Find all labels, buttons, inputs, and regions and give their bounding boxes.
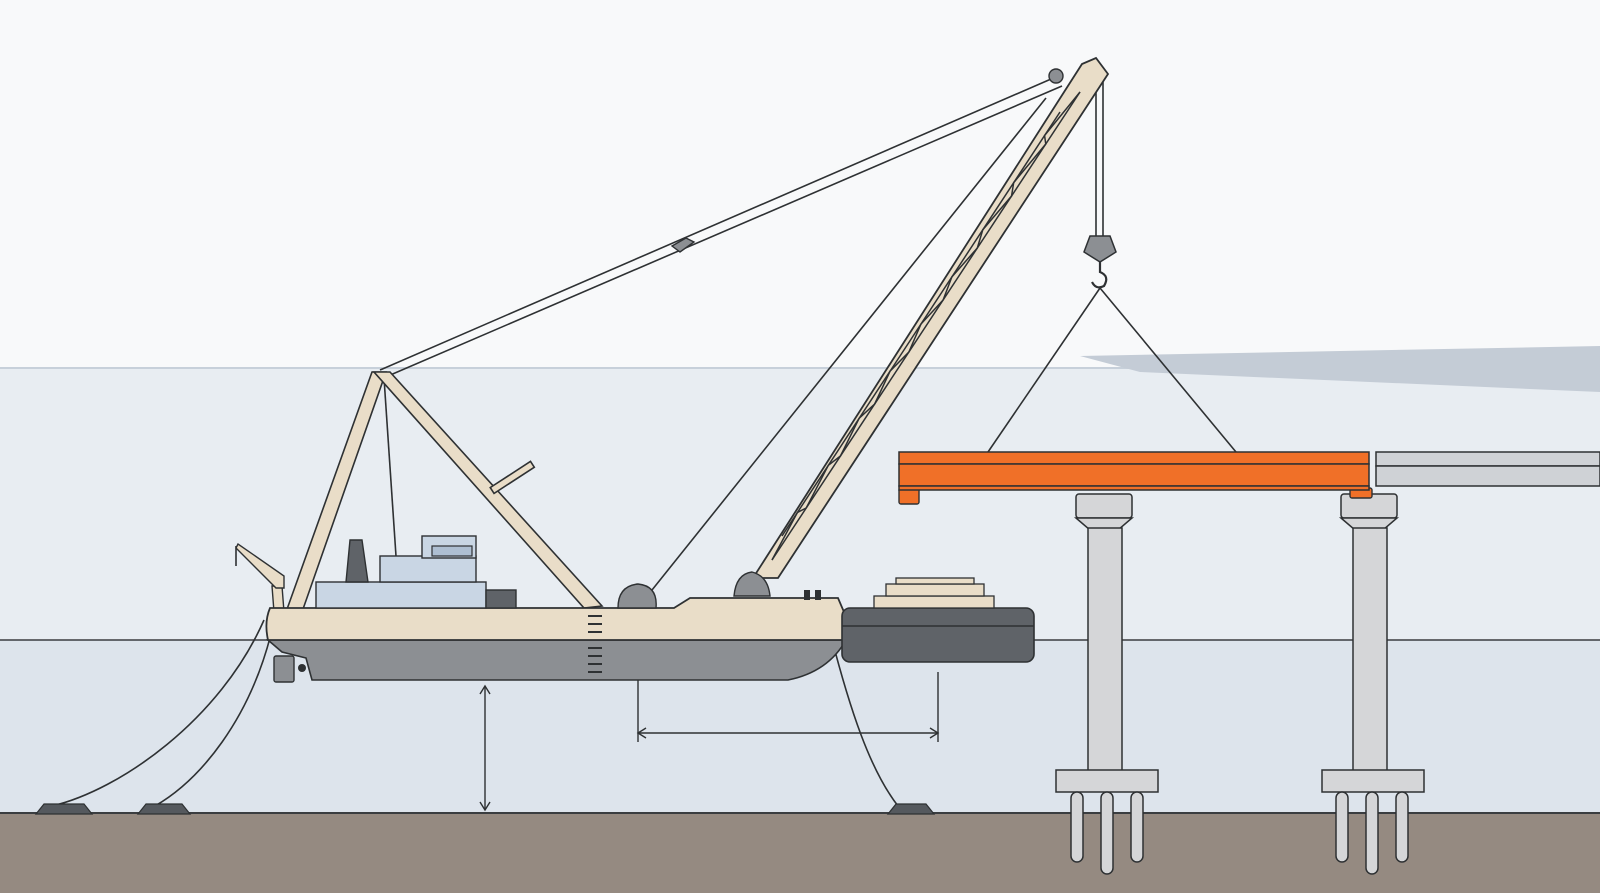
girder-bottom-flange <box>898 485 1370 491</box>
pile-cap <box>1055 769 1159 793</box>
gantry-brace <box>489 460 536 495</box>
pile <box>1335 791 1349 863</box>
pile <box>1395 791 1409 863</box>
bridge-pier-right <box>1321 493 1425 875</box>
gantry-tie-line <box>383 377 397 557</box>
boom-chord <box>781 111 1061 537</box>
sling-right <box>1099 287 1237 453</box>
bollard <box>815 590 821 600</box>
sky <box>0 0 1600 368</box>
anchor-blocks <box>34 803 936 815</box>
new-girder-being-lifted <box>898 451 1370 491</box>
boom-tip-sheave <box>1048 68 1064 84</box>
mooring-line <box>829 631 899 807</box>
girder-web <box>898 463 1370 487</box>
mooring-line <box>154 629 273 807</box>
girder-top-flange <box>898 451 1370 465</box>
arrow-head <box>479 684 491 695</box>
a-frame-gantry <box>284 371 604 613</box>
pier-column <box>1087 527 1123 773</box>
luffing-line <box>651 97 1047 591</box>
gantry-foot-pin <box>617 583 657 609</box>
anchor-block-icon <box>34 803 94 815</box>
sling-left <box>987 287 1101 453</box>
pendant-sheave <box>670 237 696 253</box>
deckhouse-middle <box>379 555 477 583</box>
material-barge-icon <box>841 577 1035 663</box>
wheelhouse-window-panel <box>431 545 473 557</box>
anchor-block-icon <box>886 803 936 815</box>
anchor-block-icon <box>136 803 192 815</box>
arrow-head <box>479 801 491 812</box>
boom-pendant-line <box>379 75 1059 371</box>
pile <box>1365 791 1379 875</box>
bridge-pier-left <box>1055 493 1159 875</box>
deckhouse <box>315 535 517 609</box>
seabed <box>0 813 1600 893</box>
pier-column <box>1352 527 1388 773</box>
pier-cap <box>1075 493 1133 519</box>
propeller <box>298 664 306 672</box>
boom-pendant-line <box>387 85 1063 377</box>
existing-girder-top <box>1375 451 1600 467</box>
winch-house <box>485 589 517 609</box>
hook <box>1091 262 1108 289</box>
lower-hull <box>265 639 848 681</box>
existing-girder-span <box>1375 451 1600 487</box>
mooring-lines <box>51 619 899 807</box>
boom-foot-pin <box>733 571 771 597</box>
pile <box>1100 791 1114 875</box>
stacked-material <box>885 583 985 597</box>
hook-block <box>1083 235 1117 263</box>
davit-arm <box>235 542 285 589</box>
stacked-material <box>895 577 975 585</box>
rudder-block <box>273 655 295 683</box>
mooring-line <box>51 619 265 807</box>
material-barge-hull <box>841 607 1035 663</box>
distant-bridge-deck <box>1080 346 1600 392</box>
pile <box>1070 791 1084 863</box>
lifting-hook-icon <box>1083 235 1117 289</box>
arrow-head <box>929 727 940 739</box>
lattice-boom <box>751 56 1110 579</box>
bollard <box>804 590 810 600</box>
exhaust-stack <box>345 539 369 583</box>
pile-cap <box>1321 769 1425 793</box>
boom-chord <box>771 91 1081 561</box>
stacked-material <box>873 595 995 609</box>
draft-marks <box>588 615 602 673</box>
existing-girder-web <box>1375 465 1600 487</box>
pile <box>1130 791 1144 863</box>
crane-rigging <box>379 70 1237 591</box>
deckhouse-lower <box>315 581 487 609</box>
gantry-rear-leg <box>372 371 604 609</box>
arrow-head <box>636 727 647 739</box>
